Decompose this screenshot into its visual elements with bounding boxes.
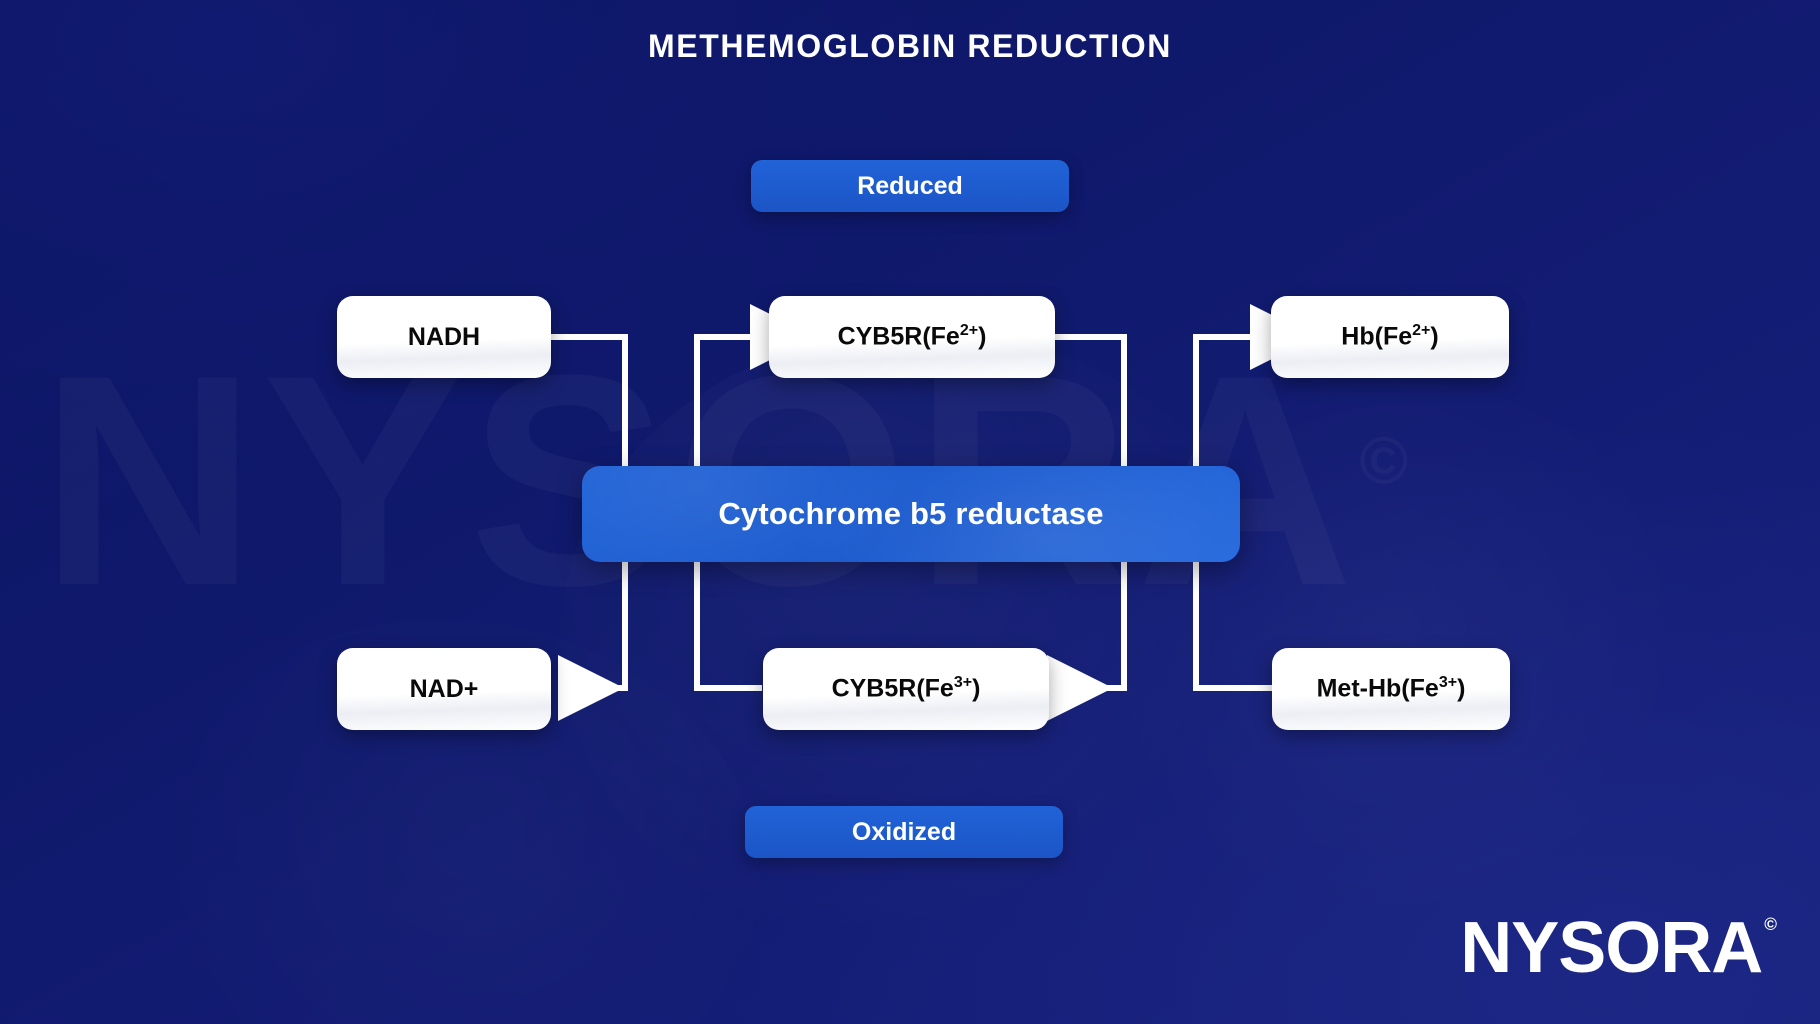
node-nadh: NADH	[337, 296, 551, 378]
node-met-hb-fe3-label: Met-Hb(Fe3+)	[1316, 674, 1466, 703]
node-cyb5r-fe2-label: CYB5R(Fe2+)	[837, 322, 987, 351]
node-cyb5r-fe3-label: CYB5R(Fe3+)	[831, 674, 981, 703]
page-title: METHEMOGLOBIN REDUCTION	[648, 28, 1172, 64]
node-cyb5r-fe3: CYB5R(Fe3+)	[763, 648, 1049, 730]
state-badge-reduced-label: Reduced	[857, 171, 963, 200]
state-badge-oxidized-label: Oxidized	[851, 817, 957, 846]
node-nad-plus-label: NAD+	[409, 674, 479, 703]
node-hb-fe2: Hb(Fe2+)	[1271, 296, 1509, 378]
brand-logo-text: NYSORA	[1460, 908, 1763, 988]
brand-logo: NYSORA©	[1460, 908, 1777, 988]
enzyme-bar: Cytochrome b5 reductase	[582, 466, 1240, 562]
state-badge-oxidized: Oxidized	[745, 806, 1063, 858]
node-nadh-label: NADH	[407, 322, 481, 351]
node-cyb5r-fe2: CYB5R(Fe2+)	[769, 296, 1055, 378]
state-badge-reduced: Reduced	[751, 160, 1069, 212]
node-hb-fe2-label: Hb(Fe2+)	[1341, 322, 1439, 351]
copyright-mark: ©	[1764, 914, 1777, 935]
node-met-hb-fe3: Met-Hb(Fe3+)	[1272, 648, 1510, 730]
enzyme-bar-label: Cytochrome b5 reductase	[718, 496, 1104, 531]
node-nad-plus: NAD+	[337, 648, 551, 730]
